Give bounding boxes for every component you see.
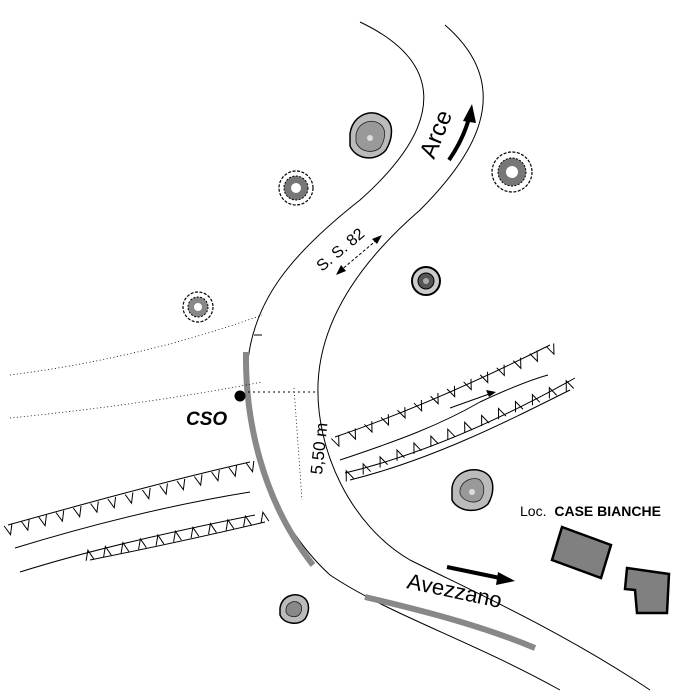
bank-hachure-tick bbox=[512, 357, 522, 370]
road-edge-marked-avezzano bbox=[364, 594, 537, 651]
building-icon bbox=[550, 525, 613, 580]
bank-hachure-tick bbox=[243, 514, 252, 527]
stream-line-1 bbox=[14, 374, 549, 549]
bank-hachure-tick bbox=[397, 407, 406, 420]
bank-hachure-tick bbox=[464, 421, 473, 434]
bank-hachure-tick bbox=[124, 492, 134, 505]
double-arrow-icon bbox=[336, 235, 382, 275]
road-edge-marked-cso bbox=[242, 351, 316, 567]
bank-hachure-tick bbox=[413, 400, 423, 413]
stream-bank-hachures bbox=[3, 343, 575, 561]
bank-hachure-tick bbox=[3, 523, 13, 536]
bank-hachure-tick bbox=[173, 529, 182, 542]
bank-hachure-tick bbox=[446, 385, 456, 398]
bank-hachure-tick bbox=[193, 474, 203, 487]
bank-hachure-tick bbox=[396, 448, 405, 461]
bank-hachure-tick bbox=[345, 469, 355, 482]
bank-hachure-tick bbox=[531, 393, 541, 406]
bank-hachure-tick bbox=[364, 421, 373, 434]
bank-hachure-tick bbox=[159, 483, 168, 496]
bank-hachure-tick bbox=[496, 364, 505, 377]
bank-hachure-tick bbox=[463, 378, 472, 391]
bank-hachure-tick bbox=[38, 514, 47, 527]
tree-icon bbox=[278, 170, 314, 206]
bank-hachure-tick bbox=[107, 496, 117, 509]
bank-hachure-tick bbox=[103, 545, 112, 558]
bank-hachure-tick bbox=[138, 537, 147, 550]
bank-hachure-tick bbox=[430, 434, 439, 447]
dotted-track bbox=[9, 314, 263, 419]
tree-icon bbox=[491, 151, 533, 193]
label-cso: CSO bbox=[186, 409, 227, 430]
shrub-icon bbox=[349, 112, 393, 159]
stream-flow-arrowhead bbox=[486, 390, 496, 397]
bank-hachure-tick bbox=[545, 343, 555, 356]
bank-hachure-tick bbox=[85, 548, 95, 561]
bank-hachure-tick bbox=[430, 392, 439, 405]
tree-icon bbox=[411, 266, 441, 296]
bank-hachure-tick bbox=[55, 510, 65, 523]
bank-hachure-tick bbox=[498, 407, 507, 420]
bank-hachure-tick bbox=[379, 455, 388, 468]
bank-hachure-tick bbox=[447, 427, 456, 440]
road-ss82 bbox=[242, 21, 651, 691]
stream-bank-south bbox=[89, 389, 571, 561]
bank-hachure-tick bbox=[548, 386, 558, 399]
road-edge-west bbox=[246, 21, 561, 691]
bank-hachure-tick bbox=[228, 465, 238, 478]
bank-hachure-tick bbox=[190, 526, 200, 539]
bank-hachure-tick bbox=[514, 400, 524, 413]
vegetation bbox=[182, 112, 533, 624]
buildings-case-bianche bbox=[550, 525, 671, 615]
road-edge-east bbox=[317, 24, 651, 691]
bank-hachure-tick bbox=[330, 435, 340, 448]
bank-hachure-tick bbox=[565, 379, 575, 392]
bank-hachure-tick bbox=[90, 501, 99, 514]
bank-hachure-tick bbox=[176, 478, 186, 491]
bank-hachure-tick bbox=[72, 505, 82, 518]
bank-hachure-tick bbox=[245, 460, 255, 473]
shrub-icon bbox=[279, 594, 310, 624]
shrub-icon bbox=[451, 468, 494, 512]
building-icon bbox=[623, 566, 671, 615]
label-locality-name: CASE BIANCHE bbox=[554, 503, 661, 519]
bank-hachure-tick bbox=[120, 541, 130, 554]
stream-flow-arrow bbox=[449, 392, 493, 409]
bank-hachure-tick bbox=[347, 428, 357, 441]
direction-arrow-icon bbox=[447, 104, 476, 162]
stream bbox=[3, 343, 576, 573]
direction-arrow-icon bbox=[446, 565, 515, 585]
stream-line-2 bbox=[19, 377, 576, 573]
cso-point-marker-icon bbox=[234, 390, 246, 402]
bank-hachure-tick bbox=[225, 518, 235, 531]
bank-hachure-tick bbox=[362, 462, 371, 475]
bank-hachure-tick bbox=[380, 414, 390, 427]
bank-hachure-tick bbox=[142, 487, 151, 500]
bank-hachure-tick bbox=[211, 469, 220, 482]
label-locality-prefix: Loc. bbox=[520, 503, 546, 519]
bank-hachure-tick bbox=[21, 519, 30, 532]
label-locality: Loc. CASE BIANCHE bbox=[520, 503, 661, 519]
bank-hachure-tick bbox=[481, 414, 490, 427]
bank-hachure-tick bbox=[529, 350, 538, 363]
label-road-width: 5,50 m bbox=[307, 422, 331, 476]
tree-icon bbox=[182, 291, 214, 323]
bank-hachure-tick bbox=[413, 441, 422, 454]
road-width-dimension bbox=[293, 387, 303, 501]
bank-hachure-tick bbox=[155, 533, 165, 546]
bank-hachure-tick bbox=[208, 522, 217, 535]
bank-hachure-tick bbox=[479, 371, 489, 384]
bank-hachure-tick bbox=[260, 510, 270, 523]
